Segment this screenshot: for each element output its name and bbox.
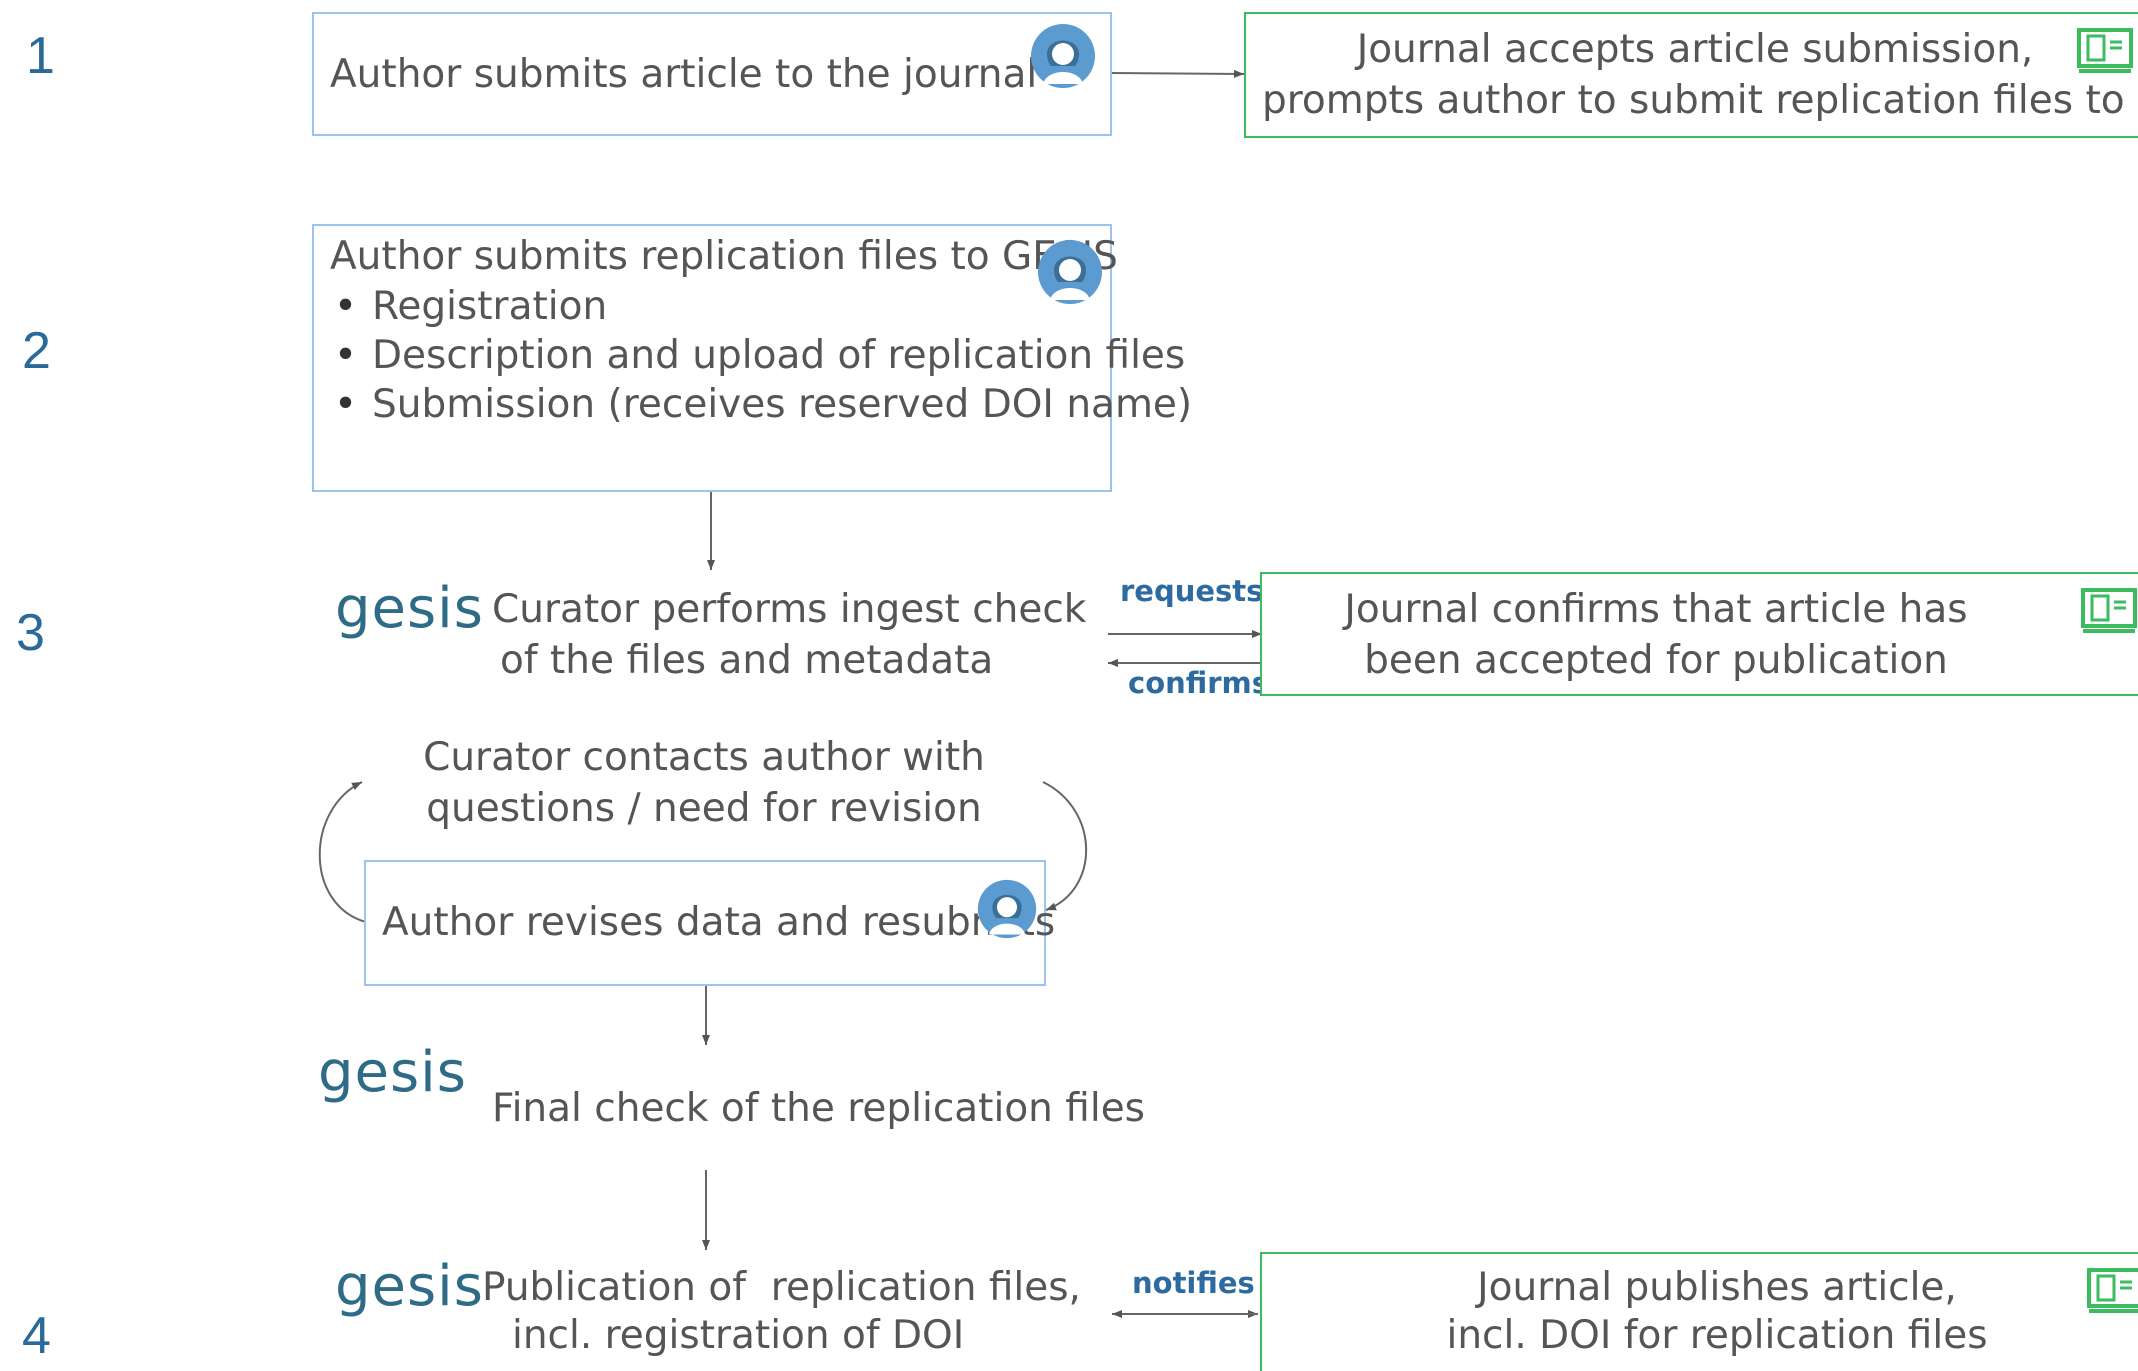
journal-book-icon (2087, 1268, 2138, 1313)
final-check-text: Final check of the replication files (492, 1086, 1146, 1131)
user-avatar-icon (1031, 24, 1095, 88)
author-replication-title: Author submits replication files to GESI… (330, 234, 1118, 279)
publication-line-1: Publication of replication files, (482, 1265, 1081, 1310)
journal-confirms-line-1: Journal confirms that article has (1344, 587, 1968, 632)
curator-contacts-line-2: questions / need for revision (426, 786, 982, 831)
notifies-label: notifies (1132, 1266, 1255, 1300)
journal-book-icon (2077, 28, 2133, 73)
list-item: Registration (328, 282, 1192, 331)
publication-line-2: incl. registration of DOI (512, 1313, 965, 1358)
arrow-loop-left (318, 781, 367, 923)
author-submit-article-box: Author submits article to the journal (312, 12, 1112, 136)
arrow-loop-right (1042, 781, 1088, 911)
gesis-logo: gesis (318, 1040, 467, 1105)
step-number-4: 4 (22, 1307, 51, 1365)
user-avatar-icon (977, 879, 1037, 939)
arrow-step1-to-journal (1111, 69, 1245, 78)
curator-ingest-line-1: Curator performs ingest check (492, 587, 1087, 632)
journal-publishes-line-2: incl. DOI for replication files (1446, 1313, 1988, 1358)
list-item: Submission (receives reserved DOI name) (328, 380, 1192, 429)
journal-book-icon (2081, 588, 2137, 633)
author-revises-text: Author revises data and resubmits (382, 900, 1056, 945)
requests-label: requests (1120, 574, 1264, 608)
journal-accepts-line-2: prompts author to submit replication fil… (1262, 78, 2138, 123)
author-submit-article-text: Author submits article to the journal (330, 52, 1038, 97)
curator-ingest-text: Curator performs ingest check of the fil… (492, 584, 1086, 686)
list-item: Description and upload of replication fi… (328, 331, 1192, 380)
journal-publishes-line-1: Journal publishes article, (1477, 1265, 1957, 1310)
curator-contacts-text: Curator contacts author with questions /… (404, 732, 1004, 834)
curator-ingest-line-2: of the files and metadata (500, 638, 994, 683)
replication-steps-list: Registration Description and upload of r… (328, 282, 1192, 429)
journal-confirms-line-2: been accepted for publication (1364, 638, 1948, 683)
step-number-1: 1 (26, 27, 55, 85)
step-number-2: 2 (22, 322, 51, 380)
journal-confirms-box: Journal confirms that article has been a… (1260, 572, 2138, 696)
user-avatar-icon (1038, 240, 1102, 304)
gesis-logo: gesis (335, 1254, 484, 1319)
publication-text: Publication of replication files, incl. … (482, 1264, 1081, 1360)
journal-publishes-box: Journal publishes article, incl. DOI for… (1260, 1252, 2138, 1371)
journal-accepts-line-1: Journal accepts article submission, (1356, 27, 2034, 72)
author-replication-box: Author submits replication files to GESI… (312, 224, 1192, 492)
confirms-label: confirms (1128, 666, 1270, 700)
gesis-logo: gesis (335, 576, 484, 641)
author-revises-box: Author revises data and resubmits (364, 860, 1055, 986)
step-number-3: 3 (16, 604, 45, 662)
journal-accepts-box: Journal accepts article submission, prom… (1244, 12, 2138, 138)
curator-contacts-line-1: Curator contacts author with (423, 735, 985, 780)
